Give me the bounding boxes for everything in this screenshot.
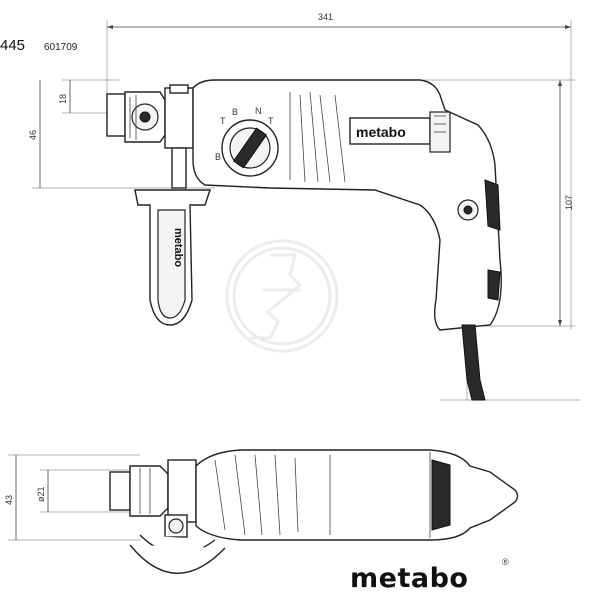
- dimension-width-label: 43: [4, 495, 14, 505]
- svg-text:B: B: [232, 107, 238, 117]
- body-label: metabo: [356, 124, 406, 140]
- dimension-height-label: 107: [564, 195, 574, 210]
- dimension-length-label: 341: [318, 12, 333, 22]
- dimension-chuck-diameter: ø21: [36, 469, 130, 513]
- svg-text:T: T: [220, 116, 226, 126]
- watermark-logo-icon: [225, 239, 339, 353]
- dimension-length: 341: [106, 12, 572, 330]
- dimension-height: 107: [400, 79, 575, 327]
- model-number-fragment: 445: [0, 37, 25, 54]
- dimension-chuck-diameter-label: ø21: [36, 486, 46, 502]
- drill-top-view: [109, 449, 519, 574]
- order-number: 601709: [44, 42, 78, 53]
- dimension-chuck-offset-label: 18: [58, 94, 68, 104]
- registered-mark: ®: [502, 557, 509, 567]
- dimension-width: 43: [4, 454, 140, 541]
- svg-text:B: B: [215, 152, 221, 162]
- sds-chuck-icon: [106, 91, 166, 143]
- metabo-logo: metabo: [350, 563, 468, 594]
- svg-text:T: T: [268, 116, 274, 126]
- handle-label: metabo: [172, 228, 184, 267]
- mode-selector-icon: T B N T B: [215, 106, 279, 177]
- dimension-axis-height-label: 46: [28, 130, 38, 140]
- svg-text:N: N: [255, 106, 262, 116]
- drill-side-view: metabo T B N T B metabo: [106, 79, 502, 401]
